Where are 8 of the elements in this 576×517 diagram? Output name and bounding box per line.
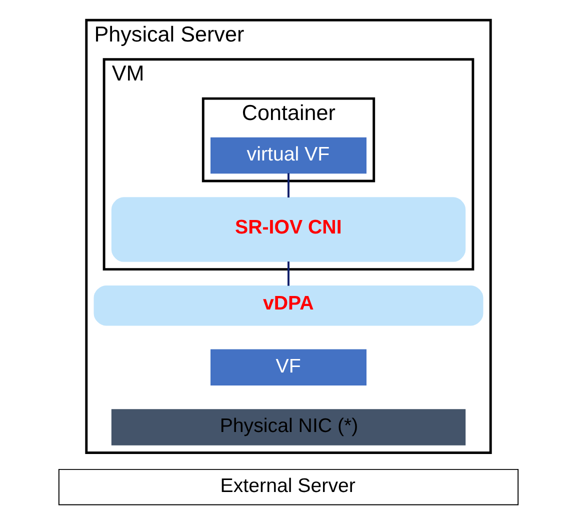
- node-box: VF: [210, 349, 366, 386]
- node-box: SR-IOV CNI: [110, 197, 466, 262]
- node-box: Physical NIC (*): [110, 409, 466, 446]
- connector: [287, 262, 289, 286]
- node-box: virtual VF: [210, 137, 366, 174]
- node-box: vDPA: [93, 285, 483, 326]
- connector: [287, 173, 289, 198]
- node-box: External Server: [58, 468, 518, 506]
